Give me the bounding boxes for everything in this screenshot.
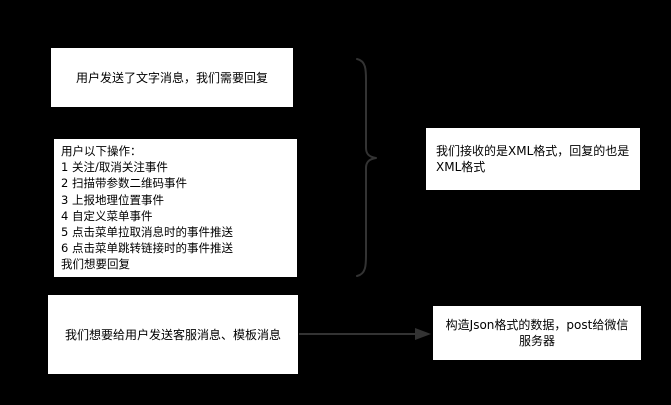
operations-line: 6 点击菜单跳转链接时的事件推送 — [61, 241, 233, 256]
operations-line: 我们想要回复 — [61, 257, 130, 272]
operations-line: 1 关注/取消关注事件 — [61, 160, 168, 175]
operations-line: 用户以下操作： — [61, 144, 142, 158]
node-text-reply: 用户发送了文字消息，我们需要回复 — [50, 47, 294, 108]
node-text-reply-label: 用户发送了文字消息，我们需要回复 — [75, 70, 268, 85]
node-send-messages: 我们想要给用户发送客服消息、模板消息 — [47, 294, 299, 375]
curly-brace-icon — [356, 58, 377, 277]
operations-line: 2 扫描带参数二维码事件 — [61, 176, 187, 191]
operations-line: 5 点击菜单拉取消息时的事件推送 — [61, 225, 233, 240]
node-xml-format-label: 我们接收的是XML格式，回复的也是XML格式 — [436, 144, 630, 174]
node-json-post: 构造Json格式的数据，post给微信服务器 — [432, 305, 642, 361]
operations-line: 4 自定义菜单事件 — [61, 208, 153, 223]
node-user-operations: 用户以下操作： 1 关注/取消关注事件 2 扫描带参数二维码事件 3 上报地理位… — [53, 138, 298, 278]
node-xml-format: 我们接收的是XML格式，回复的也是XML格式 — [425, 127, 641, 191]
arrow-right-icon — [415, 328, 431, 340]
operations-line: 3 上报地理位置事件 — [61, 192, 164, 207]
node-json-post-label: 构造Json格式的数据，post给微信服务器 — [445, 318, 629, 348]
node-send-messages-label: 我们想要给用户发送客服消息、模板消息 — [64, 327, 281, 342]
